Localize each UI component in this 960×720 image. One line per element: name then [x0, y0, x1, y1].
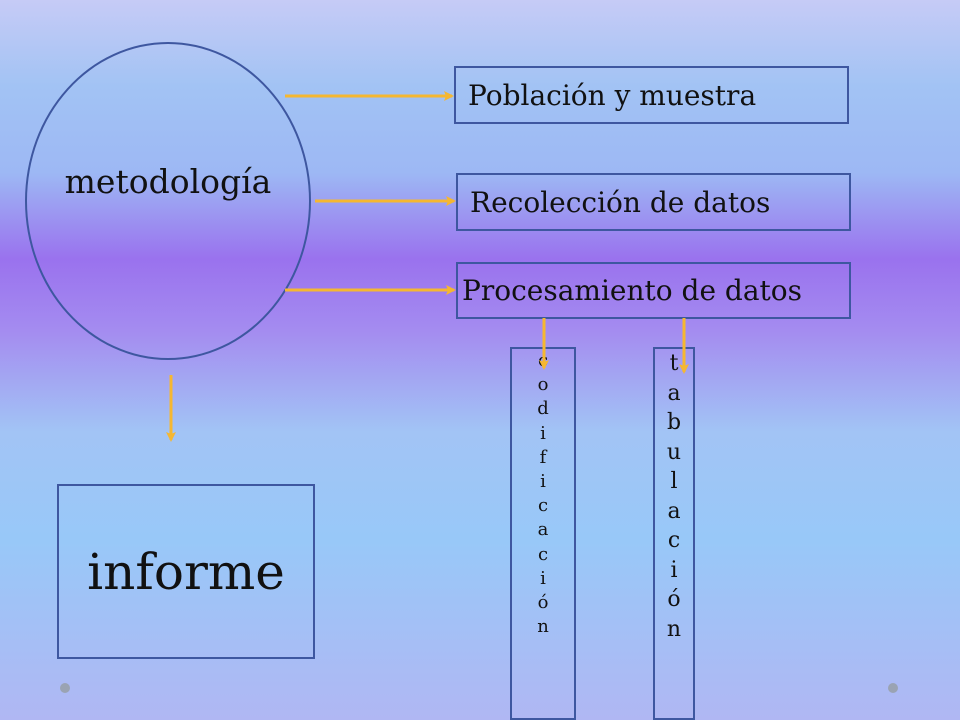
- vertical-letter: u: [666, 439, 682, 465]
- vertical-letter: n: [537, 616, 549, 638]
- informe-box: informe: [57, 484, 315, 659]
- vertical-letter: c: [537, 495, 549, 517]
- metodologia-ellipse: [25, 42, 311, 360]
- vertical-letter: b: [666, 410, 682, 435]
- poblacion-label: Población y muestra: [468, 78, 757, 112]
- recoleccion-box: Recolección de datos: [456, 173, 851, 231]
- vertical-letter: i: [670, 557, 678, 583]
- vertical-letter: o: [537, 374, 549, 396]
- decorative-dot-right: [888, 683, 898, 693]
- vertical-letter: a: [667, 498, 681, 524]
- procesamiento-label: Procesamiento de datos: [462, 274, 803, 307]
- metodologia-label: metodología: [64, 162, 272, 201]
- vertical-letter: c: [537, 350, 549, 371]
- vertical-letter: i: [540, 567, 546, 589]
- poblacion-box: Población y muestra: [454, 66, 849, 124]
- vertical-letter: t: [669, 351, 679, 376]
- vertical-letter: f: [539, 446, 547, 468]
- decorative-dot-left: [60, 683, 70, 693]
- vertical-letter: ó: [667, 587, 681, 612]
- vertical-letter: ó: [537, 592, 549, 614]
- vertical-letter: l: [670, 469, 678, 494]
- vertical-letter: c: [537, 543, 549, 565]
- vertical-letter: n: [666, 616, 682, 642]
- vertical-letter: a: [537, 519, 549, 541]
- informe-label: informe: [87, 542, 285, 601]
- vertical-letter: c: [667, 528, 681, 553]
- vertical-letter: i: [540, 422, 546, 444]
- vertical-letter: a: [667, 380, 681, 406]
- recoleccion-label: Recolección de datos: [470, 185, 771, 219]
- vertical-letter: d: [537, 398, 549, 420]
- vertical-letter: i: [540, 471, 546, 493]
- procesamiento-box: Procesamiento de datos: [456, 262, 851, 319]
